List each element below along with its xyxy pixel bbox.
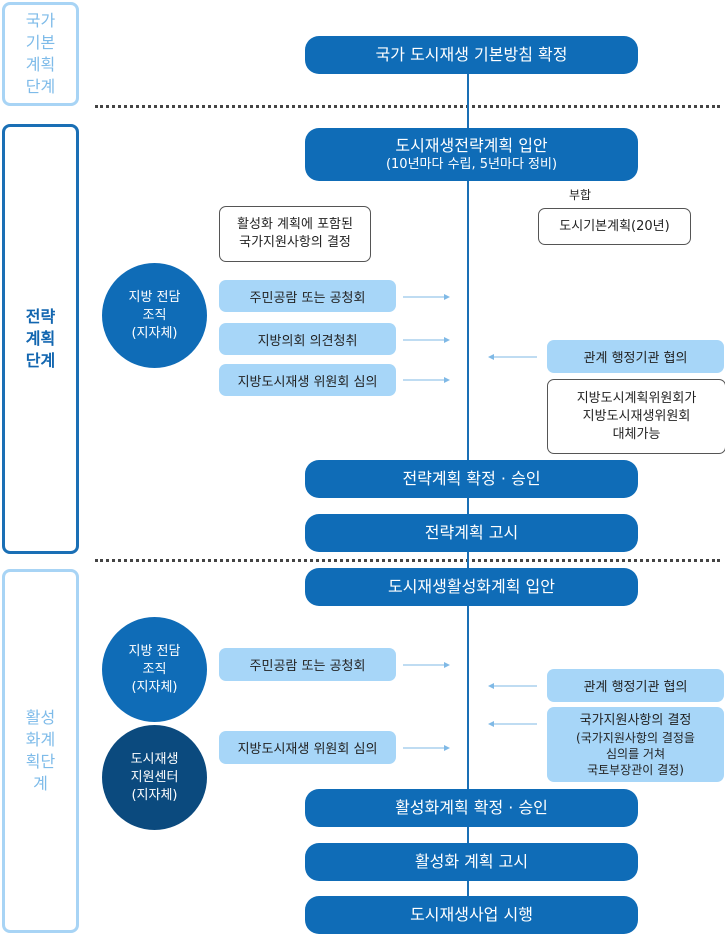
activation-approve-text: 활성화계획 확정 · 승인 (395, 798, 548, 817)
strategy-replace-note: 지방도시계획위원회가 지방도시재생위원회 대체가능 (547, 379, 725, 454)
city-plan-box: 도시기본계획(20년) (538, 208, 691, 245)
strategy-notice-text: 전략계획 고시 (424, 523, 519, 542)
activation-org-line3: (지자체) (131, 679, 178, 695)
strategy-replace-line1: 지방도시계획위원회가 (576, 390, 697, 406)
separator-1 (95, 105, 720, 108)
strategy-draft-box: 도시재생전략계획 입안 (10년마다 수립, 5년마다 정비) (305, 128, 638, 181)
activation-center-circle: 도시재생 지원센터 (지자체) (102, 725, 207, 830)
activation-decision-line1: 국가지원사항의 결정 (579, 712, 692, 728)
activation-approve-box: 활성화계획 확정 · 승인 (305, 789, 638, 827)
activation-step-hearing: 주민공람 또는 공청회 (219, 648, 396, 681)
activation-agency-text: 관계 행정기관 협의 (583, 680, 688, 695)
strategy-step-council: 지방의회 의견청취 (219, 323, 396, 355)
national-confirm-text: 국가 도시재생 기본방침 확정 (375, 45, 568, 64)
national-confirm-box: 국가 도시재생 기본방침 확정 (305, 36, 638, 74)
strategy-step-committee: 지방도시재생 위원회 심의 (219, 364, 396, 396)
strategy-approve-box: 전략계획 확정 · 승인 (305, 460, 638, 498)
strategy-step-council-text: 지방의회 의견청취 (257, 333, 358, 349)
stage-activation-label: 활성화계획단계 (25, 708, 56, 793)
separator-2 (95, 559, 720, 562)
stage-national: 국가기본계획단계 (2, 2, 79, 106)
strategy-org-line2: 조직 (142, 307, 167, 323)
strategy-org-line3: (지자체) (131, 325, 178, 341)
activation-decision-line3: 심의를 거쳐 (605, 746, 665, 761)
strategy-replace-line2: 지방도시재생위원회 (582, 408, 691, 424)
activation-decision-box: 국가지원사항의 결정 (국가지원사항의 결정을 심의를 거쳐 국토부장관이 결정… (547, 707, 724, 782)
stage-national-label: 국가기본계획단계 (25, 11, 56, 96)
activation-agency-box: 관계 행정기관 협의 (547, 669, 724, 702)
activation-center-line3: (지자체) (131, 787, 178, 803)
strategy-agency-box: 관계 행정기관 협의 (547, 340, 724, 373)
strategy-approve-text: 전략계획 확정 · 승인 (402, 469, 541, 488)
stage-strategy-label: 전략계획단계 (25, 307, 56, 370)
strategy-step-hearing: 주민공람 또는 공청회 (219, 280, 396, 312)
strategy-notice-box: 전략계획 고시 (305, 514, 638, 552)
strategy-replace-line3: 대체가능 (612, 426, 661, 442)
activation-decision-line2: (국가지원사항의 결정을 (576, 730, 695, 745)
stage-strategy: 전략계획단계 (2, 124, 79, 554)
strategy-agency-text: 관계 행정기관 협의 (583, 351, 688, 366)
strategy-org-line1: 지방 전담 (128, 289, 181, 305)
strategy-draft-sub: (10년마다 수립, 5년마다 정비) (385, 157, 558, 172)
activation-notice-text: 활성화 계획 고시 (414, 852, 529, 871)
activation-draft-box: 도시재생활성화계획 입안 (305, 568, 638, 606)
activation-center-line2: 지원센터 (130, 769, 179, 785)
activation-execute-box: 도시재생사업 시행 (305, 896, 638, 934)
activation-decision-line4: 국토부장관이 결정) (587, 762, 684, 777)
strategy-step-hearing-text: 주민공람 또는 공청회 (249, 290, 366, 306)
activation-execute-text: 도시재생사업 시행 (410, 905, 533, 924)
activation-draft-text: 도시재생활성화계획 입안 (387, 577, 555, 596)
city-plan-text: 도시기본계획(20년) (559, 218, 670, 234)
strategy-org-circle: 지방 전담 조직 (지자체) (102, 263, 207, 368)
activation-notice-box: 활성화 계획 고시 (305, 843, 638, 881)
strategy-step-committee-text: 지방도시재생 위원회 심의 (237, 374, 378, 390)
support-note-box: 활성화 계획에 포함된 국가지원사항의 결정 (219, 206, 371, 262)
activation-step-committee: 지방도시재생 위원회 심의 (219, 731, 396, 764)
activation-org-line2: 조직 (142, 661, 167, 677)
support-note-line2: 국가지원사항의 결정 (239, 235, 351, 250)
flow-spine (467, 72, 469, 932)
strategy-draft-title: 도시재생전략계획 입안 (395, 136, 548, 155)
support-note-line1: 활성화 계획에 포함된 (237, 217, 353, 232)
stage-activation: 활성화계획단계 (2, 569, 79, 933)
activation-step-hearing-text: 주민공람 또는 공청회 (249, 659, 366, 674)
activation-org-circle: 지방 전담 조직 (지자체) (102, 617, 207, 722)
activation-org-line1: 지방 전담 (128, 643, 181, 659)
conform-label: 부합 (569, 188, 592, 202)
activation-center-line1: 도시재생 (130, 751, 179, 767)
activation-step-committee-text: 지방도시재생 위원회 심의 (237, 742, 378, 757)
